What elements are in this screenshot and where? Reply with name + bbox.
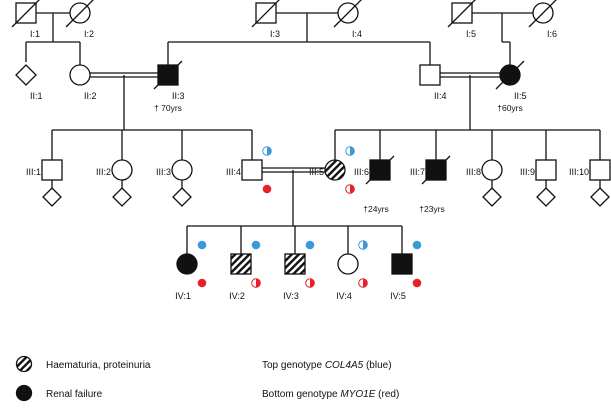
pedigree-labels: I:1 I:2 I:3 I:4 I:5 I:6II:1 II:2 II:3 † 70yrs II:…: [26, 29, 589, 301]
individual-iii1: [41, 159, 63, 181]
label-iv4: IV:4: [336, 291, 352, 301]
label-iii7: III:7: [410, 167, 425, 177]
label-i6: I:6: [547, 29, 557, 39]
legend-top-genotype: Top genotype COL4A5 (blue): [262, 360, 392, 371]
label-iii4: III:4: [226, 167, 241, 177]
individual-iii2: [111, 159, 133, 181]
deceased-slash-i6: [528, 0, 557, 28]
genotype-bottom-iii4: [262, 184, 272, 194]
offspring-diamond-iii8: [482, 187, 502, 207]
deceased-slash-i4: [333, 0, 362, 28]
genotype-top-iii5: [350, 146, 355, 156]
offspring-diamond-iii10: [590, 187, 610, 207]
label-ii4: II:4: [434, 91, 447, 101]
offspring-diamond-iii2: [112, 187, 132, 207]
descent-family-6: [186, 170, 403, 254]
individual-iv4: [337, 253, 359, 275]
genotype-top-iv1: [197, 240, 207, 250]
deceased-slash-ii5: [495, 60, 525, 90]
deceased-slash-iii7: [421, 155, 451, 185]
genotype-bottom-iv1: [197, 278, 207, 288]
individual-iii5: [324, 159, 346, 181]
deceased-slash-iii6: [365, 155, 395, 185]
deceased-slash-i2: [65, 0, 94, 28]
label-ii5: II:5: [514, 91, 527, 101]
individual-iv2: [230, 253, 252, 275]
deceased-slash-ii3: [153, 60, 183, 90]
individual-ii4: [419, 64, 441, 86]
label-i5: I:5: [466, 29, 476, 39]
individual-ii1: [15, 64, 37, 86]
individual-iii3: [171, 159, 193, 181]
genotype-top-iv3: [305, 240, 315, 250]
age-ii5: †60yrs: [497, 103, 523, 113]
individual-iii10: [589, 159, 611, 181]
deceased-slash-i5: [447, 0, 476, 28]
genotype-markers: [197, 146, 422, 288]
genotype-bottom-iv2: [256, 278, 261, 288]
descent-family-4: [51, 75, 253, 160]
label-iii2: III:2: [96, 167, 111, 177]
label-i4: I:4: [352, 29, 362, 39]
legend-renal-symbol: [15, 384, 33, 402]
label-iii3: III:3: [156, 167, 171, 177]
genotype-top-iii4: [267, 146, 272, 156]
age-iii6: †24yrs: [363, 204, 389, 214]
descent-family-2: [167, 13, 431, 65]
legend-haematuria-symbol: [15, 355, 33, 373]
label-iii5: III:5: [309, 167, 324, 177]
label-ii3: II:3: [172, 91, 185, 101]
individual-iii9: [535, 159, 557, 181]
deceased-slash-i1: [11, 0, 40, 28]
genotype-top-iv4: [363, 240, 368, 250]
genotype-bottom-iii5: [350, 184, 355, 194]
label-iv1: IV:1: [175, 291, 191, 301]
label-iv2: IV:2: [229, 291, 245, 301]
label-iii8: III:8: [466, 167, 481, 177]
age-iii7: †23yrs: [419, 204, 445, 214]
pedigree-lines: [25, 12, 601, 254]
genotype-bottom-iv5: [412, 278, 422, 288]
descent-family-1: [25, 13, 81, 65]
offspring-diamond-iii9: [536, 187, 556, 207]
pedigree-symbols: [11, 0, 611, 275]
legend-bottom-genotype: Bottom genotype MYO1E (red): [262, 389, 399, 400]
label-i1: I:1: [30, 29, 40, 39]
label-ii2: II:2: [84, 91, 97, 101]
individual-iii4: [241, 159, 263, 181]
label-iii9: III:9: [520, 167, 535, 177]
descent-family-3: [501, 13, 511, 65]
offspring-diamond-iii3: [172, 187, 192, 207]
genotype-top-iv5: [412, 240, 422, 250]
label-iv5: IV:5: [390, 291, 406, 301]
deceased-slash-i3: [251, 0, 280, 28]
label-iv3: IV:3: [283, 291, 299, 301]
individual-iv1: [176, 253, 198, 275]
legend-haematuria-label: Haematuria, proteinuria: [46, 360, 151, 371]
legend-renal-label: Renal failure: [46, 389, 103, 400]
individual-ii2: [69, 64, 91, 86]
label-i2: I:2: [84, 29, 94, 39]
genotype-top-iv2: [251, 240, 261, 250]
offspring-diamond-iii1: [42, 187, 62, 207]
label-iii6: III:6: [354, 167, 369, 177]
label-iii1: III:1: [26, 167, 41, 177]
label-ii1: II:1: [30, 91, 43, 101]
genotype-bottom-iv3: [310, 278, 315, 288]
age-ii3: † 70yrs: [154, 103, 182, 113]
legend: Haematuria, proteinuria Renal failure To…: [15, 355, 399, 402]
individual-iv5: [391, 253, 413, 275]
label-iii10: III:10: [569, 167, 589, 177]
individual-iv3: [284, 253, 306, 275]
individual-iii8: [481, 159, 503, 181]
label-i3: I:3: [270, 29, 280, 39]
genotype-bottom-iv4: [363, 278, 368, 288]
descent-family-5: [334, 75, 601, 160]
